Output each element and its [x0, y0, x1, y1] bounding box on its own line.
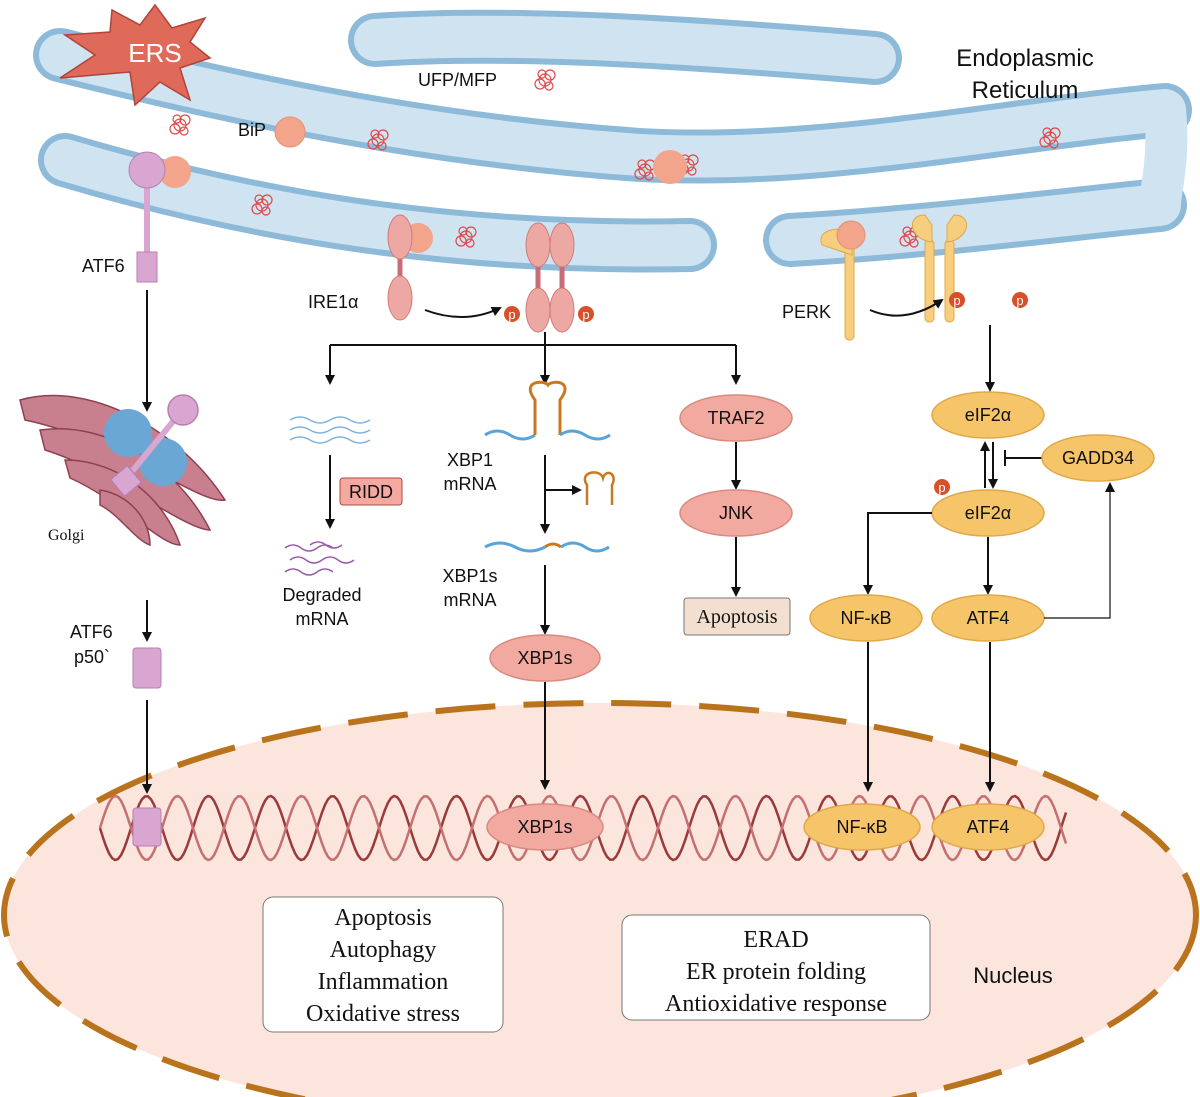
- eif2a-node: [931, 391, 1045, 439]
- phospho-icon: p: [1012, 292, 1028, 308]
- phospho-icon: p: [934, 479, 950, 495]
- atf6-label: ATF6: [82, 256, 125, 276]
- nfkb-dna-node: [803, 803, 921, 851]
- nucleus-label: Nucleus: [973, 963, 1052, 988]
- ers-star-icon: [59, 3, 212, 107]
- misfolded-protein-icon: [367, 129, 389, 151]
- ridd-box: [339, 477, 403, 506]
- degraded-mrna-label: mRNA: [296, 609, 349, 629]
- xbp1s-mrna-label: XBP1s: [442, 566, 497, 586]
- misfolded-protein-icon: [634, 159, 656, 181]
- atf4-label: ATF4: [967, 608, 1010, 628]
- golgi-icon: [19, 394, 227, 547]
- degraded-mrna-icon: [284, 541, 355, 576]
- xbp1-mrna-label: mRNA: [444, 474, 497, 494]
- ire1a-label: IRE1α: [308, 292, 358, 312]
- gadd34-node: [1041, 434, 1155, 482]
- xbp1s-node: [489, 634, 601, 682]
- xbp1s-mrna-icon: [484, 541, 610, 553]
- nfkb-dna-label: NF-κB: [837, 817, 888, 837]
- outcome-item: Autophagy: [330, 937, 437, 963]
- traf2-node: [679, 394, 793, 442]
- nucleus: [1, 700, 1199, 1097]
- er-title: Reticulum: [972, 77, 1079, 104]
- outcome-item: ERAD: [743, 927, 808, 953]
- gadd34-label: GADD34: [1062, 448, 1134, 468]
- svg-text:p: p: [1016, 293, 1023, 308]
- xbp1-mrna-icon: [484, 380, 611, 441]
- bip-label: BiP: [238, 120, 266, 140]
- outcome-item: Antioxidative response: [665, 991, 887, 1017]
- er-title: Endoplasmic: [956, 45, 1093, 72]
- outcome-box-right: [621, 914, 931, 1021]
- outcome-item: ER protein folding: [686, 959, 866, 985]
- misfolded-protein-icon: [169, 114, 191, 136]
- atf6-p50-dna-icon: [132, 807, 162, 847]
- atf6-p50-icon: [132, 647, 162, 689]
- misfolded-protein-icons: [169, 69, 1061, 248]
- misfolded-protein-icon: [455, 226, 477, 248]
- xbp1s-mrna-label: mRNA: [444, 590, 497, 610]
- atf4-dna-node: [931, 803, 1045, 851]
- degraded-mrna-label: Degraded: [282, 585, 361, 605]
- atf6-p50-label: p50`: [74, 647, 110, 667]
- xbp1s-dna-label: XBP1s: [517, 817, 572, 837]
- eif2a-phospho-label: eIF2α: [965, 503, 1011, 523]
- outcome-item: Inflammation: [318, 969, 449, 995]
- svg-text:p: p: [508, 307, 515, 322]
- svg-text:p: p: [938, 480, 945, 495]
- bip-icon: [274, 116, 306, 148]
- xbp1s-dna-node: [486, 803, 604, 851]
- bip-icon: [653, 150, 687, 184]
- phospho-icon: p: [504, 306, 520, 322]
- xbp1-mrna-label: XBP1: [447, 450, 493, 470]
- atf4-dna-label: ATF4: [967, 817, 1010, 837]
- ridd-label: RIDD: [349, 482, 393, 502]
- ers-label: ERS: [128, 38, 181, 68]
- jnk-label: JNK: [719, 503, 753, 523]
- apoptosis-box: [683, 597, 791, 636]
- misfolded-protein-icon: [251, 194, 273, 216]
- misfolded-protein-icon: [534, 69, 556, 91]
- svg-text:p: p: [582, 307, 589, 322]
- eif2a-label: eIF2α: [965, 405, 1011, 425]
- apoptosis-label: Apoptosis: [696, 606, 777, 628]
- jnk-node: [679, 489, 793, 537]
- misfolded-protein-icon: [1039, 127, 1061, 149]
- perk-receptor: [820, 214, 968, 341]
- phospho-icon: p: [578, 306, 594, 322]
- nfkb-node: [809, 594, 923, 642]
- nfkb-label: NF-κB: [841, 608, 892, 628]
- ire1-receptor: [387, 214, 575, 333]
- spliced-intron-icon: [583, 471, 615, 505]
- svg-text:p: p: [953, 293, 960, 308]
- phospho-icon: p: [949, 292, 965, 308]
- atf6-receptor: [128, 151, 191, 283]
- ufp-mfp-label: UFP/MFP: [418, 70, 497, 90]
- atf6-p50-label: ATF6: [70, 622, 113, 642]
- outcome-item: Apoptosis: [334, 905, 431, 931]
- golgi-label: Golgi: [48, 527, 85, 544]
- outcome-item: Oxidative stress: [306, 1001, 460, 1027]
- mrna-icon: [289, 416, 371, 444]
- xbp1s-label: XBP1s: [517, 648, 572, 668]
- traf2-label: TRAF2: [707, 408, 764, 428]
- outcome-box-left: [262, 896, 504, 1033]
- perk-label: PERK: [782, 302, 831, 322]
